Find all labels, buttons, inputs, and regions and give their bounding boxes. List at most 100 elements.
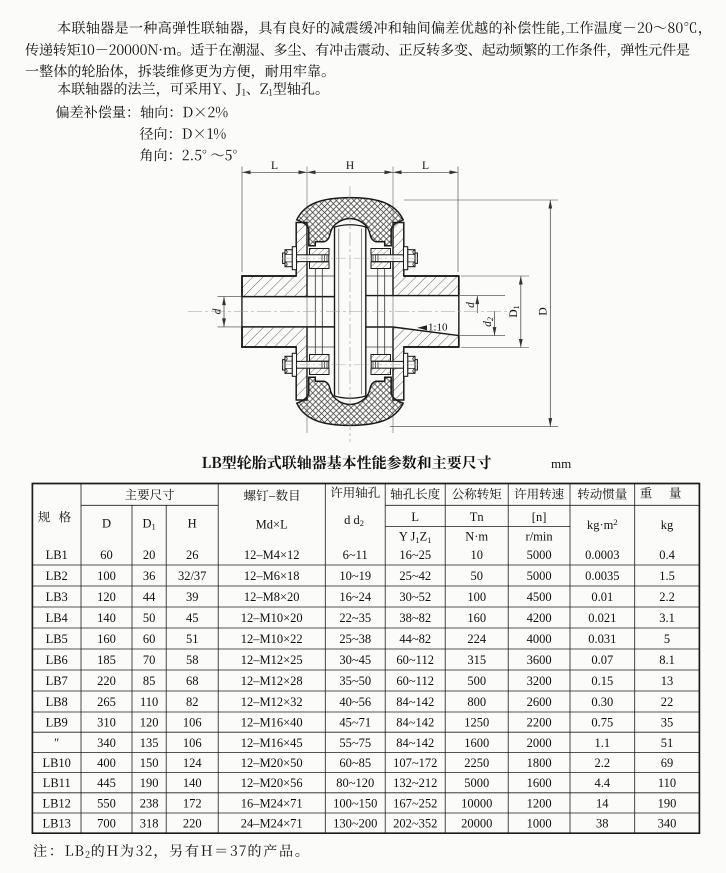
- svg-text:16~25: 16~25: [399, 548, 431, 562]
- svg-text:1200: 1200: [527, 796, 552, 810]
- svg-text:3.1: 3.1: [659, 611, 675, 625]
- svg-text:r/min: r/min: [526, 530, 554, 544]
- svg-text:d2: d2: [482, 317, 495, 327]
- svg-text:13: 13: [661, 674, 674, 688]
- svg-text:H: H: [346, 160, 354, 172]
- svg-text:106: 106: [183, 716, 202, 730]
- svg-text:44: 44: [143, 590, 156, 604]
- svg-text:25~42: 25~42: [399, 569, 431, 583]
- svg-text:120: 120: [97, 590, 116, 604]
- svg-text:10000: 10000: [461, 796, 492, 810]
- svg-text:39: 39: [186, 590, 199, 604]
- svg-text:26: 26: [186, 548, 199, 562]
- svg-text:185: 185: [97, 653, 116, 667]
- svg-text:d d2: d d2: [344, 513, 364, 528]
- svg-text:700: 700: [97, 817, 116, 831]
- svg-text:140: 140: [97, 611, 116, 625]
- svg-text:0.30: 0.30: [591, 695, 613, 709]
- svg-text:LB13: LB13: [42, 817, 70, 831]
- svg-text:0.75: 0.75: [591, 716, 613, 730]
- svg-text:68: 68: [186, 674, 199, 688]
- svg-text:LB7: LB7: [46, 674, 68, 688]
- svg-text:35: 35: [661, 716, 674, 730]
- svg-text:12–M20×56: 12–M20×56: [241, 776, 303, 790]
- svg-text:14: 14: [596, 796, 609, 810]
- svg-text:LB1: LB1: [46, 548, 68, 562]
- svg-text:22~35: 22~35: [339, 611, 371, 625]
- svg-text:36: 36: [143, 569, 156, 583]
- svg-text:150: 150: [140, 756, 159, 770]
- svg-text:202~352: 202~352: [393, 817, 437, 831]
- svg-text:H: H: [188, 517, 197, 531]
- svg-text:1600: 1600: [527, 776, 552, 790]
- svg-text:70: 70: [143, 653, 156, 667]
- svg-text:2200: 2200: [527, 716, 552, 730]
- svg-text:106: 106: [183, 736, 202, 750]
- svg-text:5000: 5000: [527, 569, 552, 583]
- svg-text:190: 190: [140, 776, 159, 790]
- svg-text:1800: 1800: [527, 756, 552, 770]
- svg-text:45~71: 45~71: [339, 716, 371, 730]
- svg-text:60~85: 60~85: [339, 756, 371, 770]
- svg-text:L: L: [271, 160, 278, 172]
- svg-text:D1: D1: [508, 305, 521, 317]
- svg-text:84~142: 84~142: [396, 716, 434, 730]
- svg-text:38: 38: [596, 817, 609, 831]
- svg-text:160: 160: [467, 611, 486, 625]
- svg-text:120: 120: [140, 716, 159, 730]
- svg-text:0.07: 0.07: [591, 653, 613, 667]
- svg-text:1000: 1000: [527, 817, 552, 831]
- svg-text:445: 445: [97, 776, 116, 790]
- svg-text:LB9: LB9: [46, 716, 68, 730]
- svg-text:58: 58: [186, 653, 199, 667]
- svg-text:5000: 5000: [464, 776, 489, 790]
- svg-text:550: 550: [97, 796, 116, 810]
- svg-text:220: 220: [97, 674, 116, 688]
- svg-text:12–M12×25: 12–M12×25: [241, 653, 303, 667]
- svg-text:44~82: 44~82: [399, 632, 431, 646]
- svg-text:3200: 3200: [527, 674, 552, 688]
- svg-text:D: D: [102, 517, 111, 531]
- svg-text:220: 220: [183, 817, 202, 831]
- svg-text:0.15: 0.15: [591, 674, 613, 688]
- svg-text:d: d: [211, 308, 223, 314]
- svg-text:124: 124: [183, 756, 203, 770]
- svg-text:238: 238: [140, 796, 159, 810]
- svg-text:12–M4×12: 12–M4×12: [244, 548, 300, 562]
- svg-text:38~82: 38~82: [399, 611, 431, 625]
- svg-text:12–M6×18: 12–M6×18: [244, 569, 300, 583]
- svg-text:51: 51: [661, 736, 674, 750]
- svg-text:4000: 4000: [527, 632, 552, 646]
- svg-text:318: 318: [140, 817, 159, 831]
- svg-text:160: 160: [97, 632, 116, 646]
- svg-text:LB3: LB3: [46, 590, 68, 604]
- svg-text:mm: mm: [551, 456, 571, 471]
- svg-text:0.0003: 0.0003: [585, 548, 619, 562]
- svg-text:310: 310: [97, 716, 116, 730]
- svg-text:16–M24×71: 16–M24×71: [241, 796, 303, 810]
- svg-text:30~45: 30~45: [339, 653, 371, 667]
- svg-text:2250: 2250: [464, 756, 489, 770]
- svg-text:60: 60: [143, 632, 156, 646]
- svg-text:LB6: LB6: [46, 653, 68, 667]
- svg-text:N·m: N·m: [465, 530, 488, 544]
- svg-text:84~142: 84~142: [396, 736, 434, 750]
- svg-text:L: L: [422, 160, 429, 172]
- svg-text:500: 500: [467, 674, 486, 688]
- svg-text:20000: 20000: [461, 817, 492, 831]
- svg-text:LB11: LB11: [43, 776, 71, 790]
- svg-text:5: 5: [664, 632, 670, 646]
- svg-text:LB2: LB2: [46, 569, 68, 583]
- svg-text:110: 110: [658, 776, 676, 790]
- svg-text:30~52: 30~52: [399, 590, 431, 604]
- svg-text:1600: 1600: [464, 736, 489, 750]
- svg-text:60~112: 60~112: [396, 674, 434, 688]
- svg-text:100~150: 100~150: [333, 796, 377, 810]
- svg-text:32/37: 32/37: [178, 569, 206, 583]
- svg-text:167~252: 167~252: [393, 796, 437, 810]
- svg-text:0.4: 0.4: [659, 548, 675, 562]
- svg-text:″: ″: [54, 736, 59, 750]
- svg-text:6~11: 6~11: [343, 548, 368, 562]
- svg-text:d: d: [465, 302, 477, 308]
- svg-text:5000: 5000: [527, 548, 552, 562]
